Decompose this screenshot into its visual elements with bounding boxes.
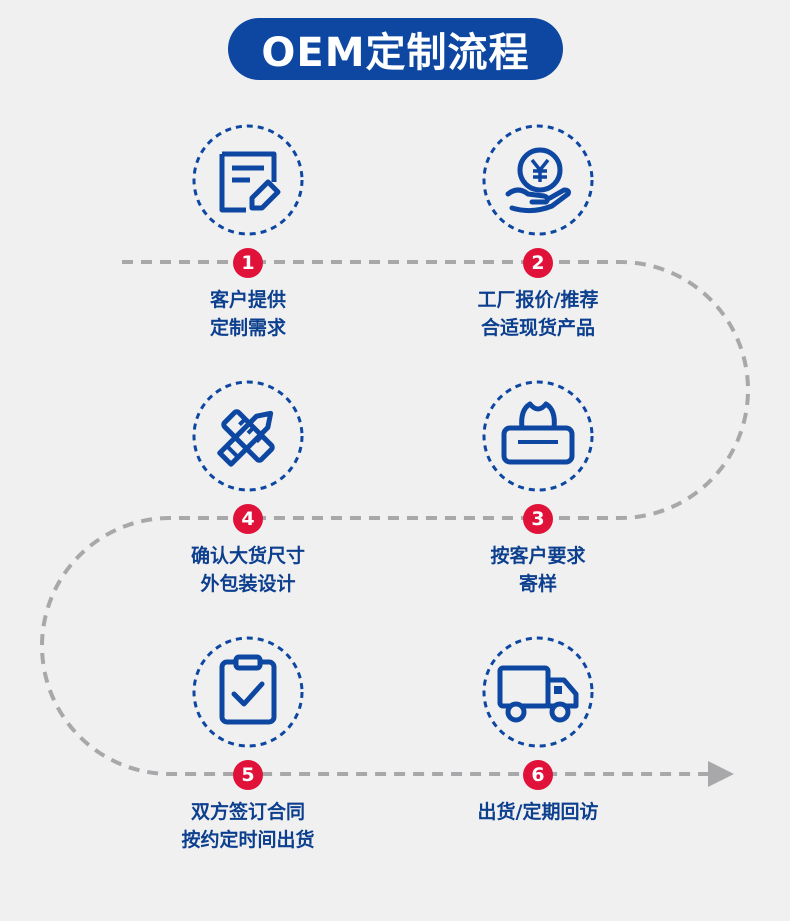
clipboard-check-icon [192,636,304,748]
yuan-hand-icon [482,124,594,236]
pencil-ruler-icon [192,380,304,492]
step-number-badge: 3 [523,504,553,534]
step-label: 按客户要求 寄样 [490,545,586,595]
step-label: 双方签订合同 按约定时间出货 [181,801,315,851]
step-number-badge: 6 [523,760,553,790]
step-label: 确认大货尺寸 外包装设计 [190,545,305,595]
step-number-badge: 1 [233,248,263,278]
requirement-form-icon [192,124,304,236]
delivery-truck-icon [482,636,594,748]
page-title: OEM定制流程 [228,18,563,80]
step-number-badge: 5 [233,760,263,790]
step-label: 工厂报价/推荐 合适现货产品 [477,289,599,339]
step-number-badge: 4 [233,504,263,534]
tissue-box-icon [482,380,594,492]
arrow-head-icon [708,761,734,787]
step-label: 客户提供 定制需求 [209,289,286,339]
step-number-badge: 2 [523,248,553,278]
step-label: 出货/定期回访 [477,801,599,823]
